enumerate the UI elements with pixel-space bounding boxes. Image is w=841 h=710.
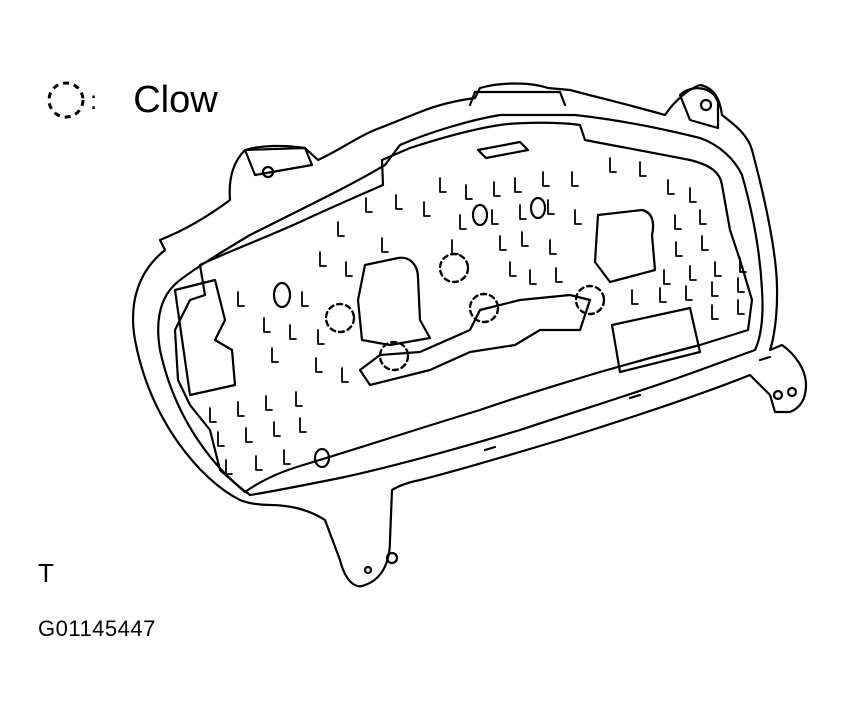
legend-label: Clow <box>133 79 218 121</box>
mount-hole <box>363 565 373 575</box>
dashed-circle-icon <box>47 81 85 119</box>
left-side-connector <box>173 278 237 397</box>
meter-opening-left <box>356 256 432 347</box>
figure-id: G01145447 <box>38 616 156 641</box>
lower-right-window <box>610 306 702 374</box>
cluster-inner-rim <box>157 113 764 497</box>
oval-hole <box>272 281 292 309</box>
upper-right-bracket <box>678 87 720 130</box>
upper-left-bracket <box>243 146 314 177</box>
corner-mark: T <box>38 558 54 588</box>
top-tab <box>468 90 567 107</box>
mount-hole <box>786 386 798 398</box>
component-sockets <box>209 157 747 475</box>
center-slot-frame <box>358 293 592 387</box>
claw-markers <box>324 252 606 372</box>
mount-hole <box>699 98 713 112</box>
mount-hole <box>261 165 275 179</box>
claw-marker <box>574 284 606 316</box>
circuit-board-outline <box>173 121 754 494</box>
mount-hole <box>772 389 784 401</box>
legend-colon: : <box>90 85 98 115</box>
claw-marker <box>378 340 410 372</box>
top-tab-slot <box>476 140 530 160</box>
claw-marker <box>438 252 470 284</box>
legend: : Clow <box>44 76 218 124</box>
oval-hole <box>471 203 489 227</box>
claw-marker <box>468 292 500 324</box>
oval-hole <box>313 447 331 469</box>
mount-hole <box>385 551 399 565</box>
claw-marker <box>324 302 356 334</box>
meter-opening-right <box>593 208 657 284</box>
lower-edge-detail <box>483 355 772 452</box>
oval-hole <box>529 196 547 220</box>
cluster-outer-housing <box>131 82 808 588</box>
